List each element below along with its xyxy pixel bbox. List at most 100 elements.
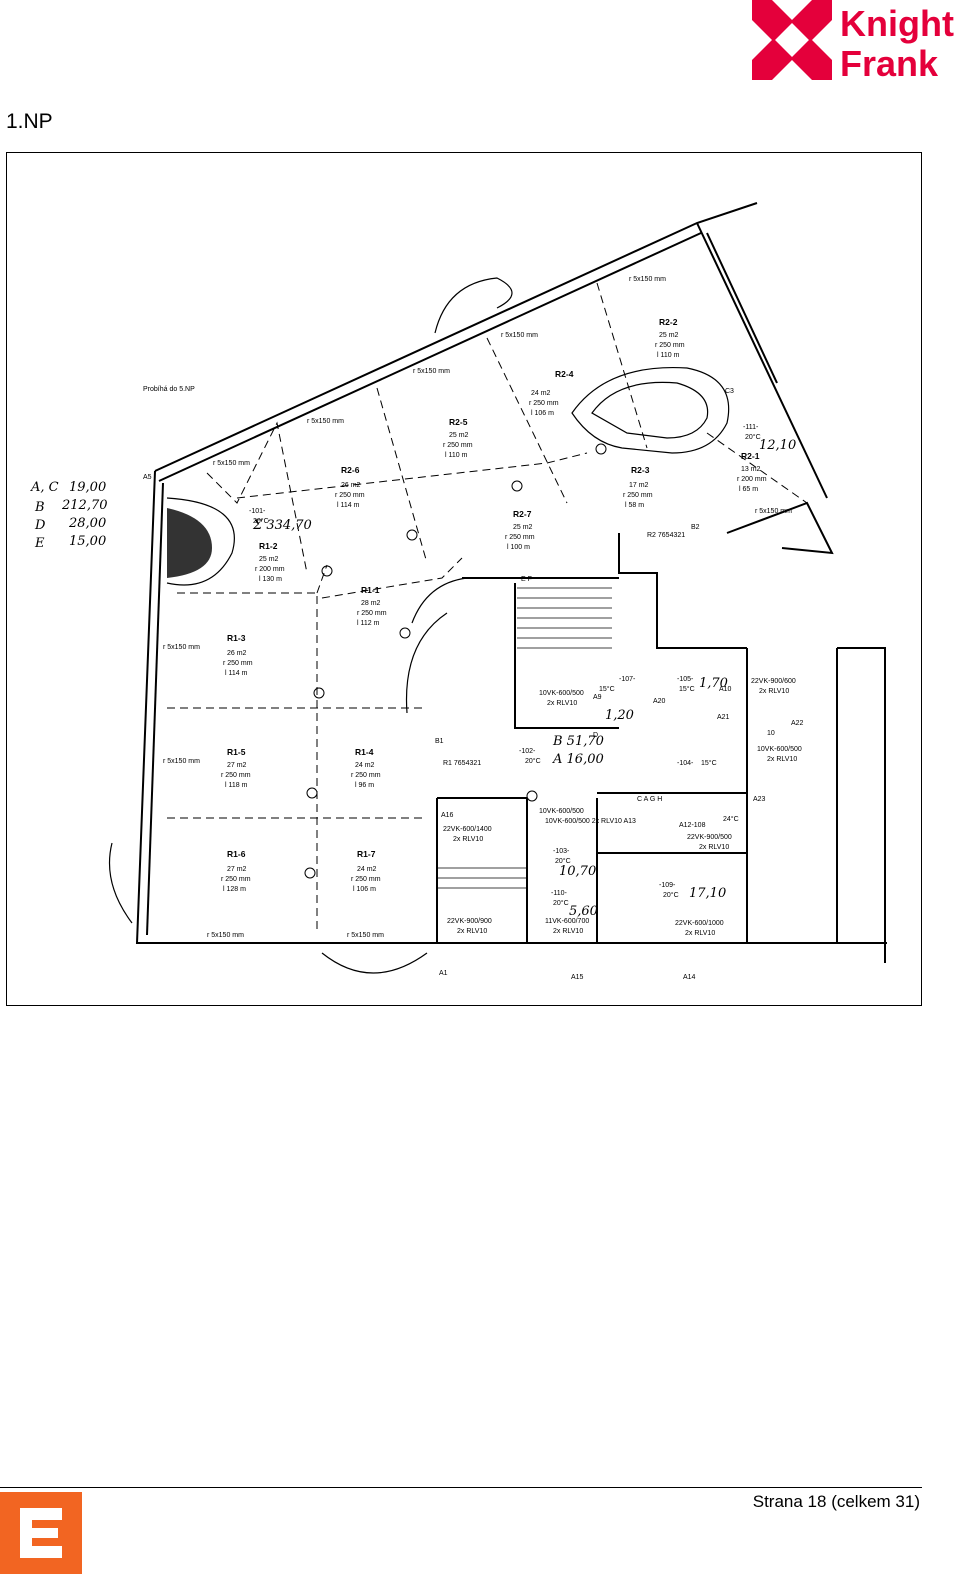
room-area: 25 m2	[513, 524, 533, 531]
page-counter: Strana 18 (celkem 31)	[752, 1492, 920, 1511]
marker: A21	[717, 714, 730, 721]
room-pipe: r 250 mm	[335, 492, 365, 499]
room-length: l 114 m	[337, 502, 360, 509]
room-pipe: r 250 mm	[357, 610, 387, 617]
room-area: 24 m2	[357, 866, 377, 873]
room-id: R1-5	[227, 747, 246, 757]
radiator-label: 10VK-600/500 2x RLV10 A13	[545, 818, 636, 825]
pipe-label: r 5x150 mm	[347, 932, 384, 939]
marker: C A G H	[637, 796, 662, 803]
hw-r109: 17,10	[689, 886, 726, 901]
marker: A22	[791, 720, 804, 727]
room-number: -104-	[677, 760, 694, 767]
radiator-label: 10VK-600/500	[757, 746, 802, 753]
hw-r105: 1,70	[699, 676, 728, 691]
radiator-label: 2x RLV10	[457, 928, 487, 935]
room-number: -107-	[619, 676, 636, 683]
room-pipe: r 250 mm	[443, 442, 473, 449]
room-id: R2-7	[513, 509, 532, 519]
room-temp: 15°C	[599, 685, 615, 693]
room-id: R2-6	[341, 465, 360, 475]
knight-frank-logo-mark: Knight Frank	[752, 0, 954, 84]
hw-value-e: 15,00	[69, 534, 106, 549]
pipe-label: r 5x150 mm	[207, 932, 244, 939]
room-id: R1-7	[357, 849, 376, 859]
room-temp: 20°C	[253, 517, 269, 525]
section-title: 1.NP	[6, 110, 53, 133]
marker: A9	[593, 694, 602, 701]
logo-text-knight: Knight	[840, 3, 954, 44]
marker: A15	[571, 974, 584, 981]
room-area: 24 m2	[355, 762, 375, 769]
radiator-label: 2x RLV10	[685, 930, 715, 937]
hw-r111: 12,10	[759, 438, 796, 453]
pipe-label: r 5x150 mm	[213, 460, 250, 467]
marker: R2 7654321	[647, 532, 685, 539]
marker: 10	[767, 730, 775, 737]
radiator-label: 2x RLV10	[547, 700, 577, 707]
hw-hall-a: A 16,00	[552, 752, 604, 767]
room-area: 25 m2	[259, 556, 279, 563]
room-number: -109-	[659, 882, 676, 889]
room-number: -105-	[677, 676, 694, 683]
radiator-label: 22VK-900/500	[687, 834, 732, 841]
room-area: 28 m2	[361, 600, 381, 607]
marker: A23	[753, 796, 766, 803]
room-temp: 20°C	[553, 899, 569, 907]
radiator-label: 22VK-900/600	[751, 678, 796, 685]
pipe-label: r 5x150 mm	[163, 758, 200, 765]
hw-label-b: B	[34, 500, 45, 515]
radiator-label: 22VK-900/900	[447, 918, 492, 925]
room-length: l 106 m	[531, 410, 554, 417]
hw-total: Σ 334,70	[252, 518, 312, 533]
marker: B2	[691, 524, 700, 531]
knight-frank-logo: Knight Frank	[752, 0, 960, 84]
room-length: l 110 m	[445, 452, 468, 459]
radiator-label: 11VK-600/700	[545, 918, 589, 925]
room-length: l 96 m	[355, 782, 374, 789]
room-number: -102-	[519, 748, 536, 755]
room-length: l 110 m	[657, 352, 680, 359]
cez-logo-mark	[0, 1492, 82, 1574]
room-id: R1-2	[259, 541, 278, 551]
marker: A14	[683, 974, 696, 981]
room-area: 26 m2	[227, 650, 247, 657]
hw-label-ac: A, C	[30, 480, 59, 495]
room-id: R1-1	[361, 585, 380, 595]
room-pipe: r 250 mm	[623, 492, 653, 499]
floor-plan-drawing: A, C 19,00 B 212,70 D 28,00 E 15,00 Σ 33…	[30, 202, 887, 981]
room-id: R2-3	[631, 465, 650, 475]
room-labels: R2-2 25 m2 r 250 mm l 110 m R2-4 24 m2 r…	[221, 317, 767, 893]
hw-hall-b: B 51,70	[552, 734, 604, 749]
room-area: 24 m2	[531, 390, 551, 397]
logo-text-frank: Frank	[840, 43, 939, 80]
radiator-label: 22VK-600/1000	[675, 920, 724, 927]
marker: A16	[441, 812, 454, 819]
room-area: 26 m2	[341, 482, 361, 489]
room-length: l 65 m	[739, 486, 758, 493]
room-id: R1-6	[227, 849, 246, 859]
radiator-label: 2x RLV10	[553, 928, 583, 935]
room-number: -101-	[249, 508, 266, 515]
radiator-label: 10VK-600/500	[539, 690, 584, 697]
room-pipe: r 250 mm	[529, 400, 559, 407]
marker: A12-108	[679, 822, 706, 829]
room-temp: 20°C	[555, 857, 571, 865]
room-pipe: r 250 mm	[351, 876, 381, 883]
radiator-label: 2x RLV10	[453, 836, 483, 843]
room-area: 25 m2	[449, 432, 469, 439]
room-temp: 20°C	[663, 891, 679, 899]
marker: A20	[653, 698, 666, 705]
pipe-label: r 5x150 mm	[163, 644, 200, 651]
hw-r103: 10,70	[559, 864, 596, 879]
marker: 24°C	[723, 815, 739, 823]
room-temp: 20°C	[745, 433, 761, 441]
pipe-label: r 5x150 mm	[413, 368, 450, 375]
marker: R1 7654321	[443, 760, 481, 767]
room-id: R2-2	[659, 317, 678, 327]
room-area: 13 m2	[741, 466, 761, 473]
marker: A10	[719, 686, 732, 693]
room-area: 25 m2	[659, 332, 679, 339]
room-number: -110-	[551, 890, 567, 897]
marker: C3	[725, 388, 734, 395]
